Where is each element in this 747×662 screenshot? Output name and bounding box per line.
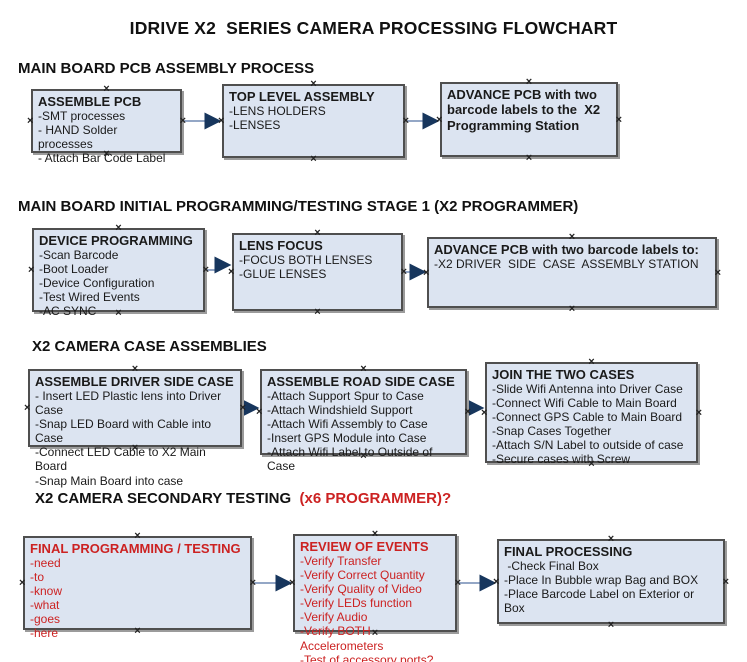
box-title: ADVANCE PCB with two barcode labels to t… (447, 87, 604, 133)
section-heading-programmer-note: (x6 PROGRAMMER)? (299, 490, 452, 507)
box-item: -Test Wired Events (39, 290, 140, 305)
box-item: -Attach Windshield Support (267, 403, 413, 418)
box-item: -LENS HOLDERS (229, 104, 326, 119)
box-item: -Secure cases with Screw (492, 452, 631, 467)
box-item: -Test of accessory ports? (300, 652, 434, 662)
box-item: -know (30, 584, 63, 599)
box-join-the-two-cases: JOIN THE TWO CASES -Slide Wifi Antenna i… (481, 357, 702, 470)
box-assemble-pcb: ASSEMBLE PCB -SMT processes - HAND Solde… (27, 84, 186, 166)
box-item: -Snap Cases Together (492, 424, 612, 439)
box-advance-pcb-driver-side-station: ADVANCE PCB with two barcode labels to: … (423, 232, 721, 315)
box-item: -need (30, 556, 61, 571)
box-item: -Place In Bubble wrap Bag and BOX (504, 573, 699, 588)
box-final-programming-testing: FINAL PROGRAMMING / TESTING -need -to -k… (19, 531, 256, 641)
box-title: ASSEMBLE DRIVER SIDE CASE (35, 374, 234, 389)
box-item: -Check Final Box (504, 559, 599, 574)
box-item: -GLUE LENSES (239, 267, 327, 282)
box-title: LENS FOCUS (239, 238, 323, 253)
box-title: DEVICE PROGRAMMING (39, 233, 193, 248)
box-review-of-events: REVIEW OF EVENTS -Verify Transfer -Verif… (289, 529, 461, 662)
box-item: -Verify Audio (300, 610, 368, 625)
box-item: -Snap LED Board with Cable into Case (35, 417, 215, 446)
box-item: - HAND Solder processes (38, 123, 121, 152)
box-final-processing: FINAL PROCESSING -Check Final Box -Place… (493, 534, 729, 631)
section-heading-secondary-testing: X2 CAMERA SECONDARY TESTING (x6 PROGRAMM… (35, 490, 451, 507)
box-item: -Connect Wifi Cable to Main Board (492, 396, 677, 411)
box-item: -Device Configuration (39, 276, 155, 291)
box-item: -Attach Wifi Assembly to Case (267, 417, 428, 432)
box-item: -Place Barcode Label on Exterior or Box (504, 587, 698, 616)
box-item: -goes (30, 612, 61, 627)
box-title: ASSEMBLE ROAD SIDE CASE (267, 374, 455, 389)
box-advance-pcb-programming-station: ADVANCE PCB with two barcode labels to t… (436, 77, 622, 164)
box-item: -Verify BOTH Accelerometers (300, 624, 384, 653)
section-heading-secondary-testing-text: X2 CAMERA SECONDARY TESTING (35, 490, 300, 507)
box-title: REVIEW OF EVENTS (300, 539, 429, 554)
box-item: -Insert GPS Module into Case (267, 431, 427, 446)
box-title: FINAL PROGRAMMING / TESTING (30, 541, 241, 556)
box-top-level-assembly: TOP LEVEL ASSEMBLY -LENS HOLDERS -LENSES… (218, 79, 409, 165)
box-item: - Insert LED Plastic lens into Driver Ca… (35, 389, 225, 418)
box-device-programming: DEVICE PROGRAMMING -Scan Barcode -Boot L… (28, 223, 209, 319)
box-item: -Verify Correct Quantity (300, 568, 425, 583)
page-title: IDRIVE X2 SERIES CAMERA PROCESSING FLOWC… (129, 18, 618, 38)
box-item: -Verify Transfer (300, 554, 382, 569)
box-item: - Attach Bar Code Label (38, 151, 166, 166)
box-item: -FOCUS BOTH LENSES (239, 253, 373, 268)
box-title: ADVANCE PCB with two barcode labels to: (434, 242, 699, 257)
box-item: -Scan Barcode (39, 248, 119, 263)
box-item: -here (30, 626, 59, 641)
box-item: -Connect GPS Cable to Main Board (492, 410, 683, 425)
box-title: FINAL PROCESSING (504, 544, 633, 559)
box-item: -what (30, 598, 60, 613)
box-item: -Snap Main Board into case (35, 473, 184, 488)
box-title: ASSEMBLE PCB (38, 94, 142, 109)
box-item: -Boot Loader (39, 262, 109, 277)
box-item: -Attach Support Spur to Case (267, 389, 424, 404)
box-item: -to (30, 570, 45, 585)
section-heading-case-assemblies: X2 CAMERA CASE ASSEMBLIES (32, 338, 267, 355)
section-heading-initial-programming: MAIN BOARD INITIAL PROGRAMMING/TESTING S… (18, 198, 579, 215)
box-item: -LENSES (229, 118, 281, 133)
box-item: -AC SYNC (39, 304, 97, 319)
box-assemble-road-side-case: ASSEMBLE ROAD SIDE CASE -Attach Support … (256, 364, 471, 474)
box-title: TOP LEVEL ASSEMBLY (229, 89, 375, 104)
box-item: -Verify Quality of Video (300, 582, 422, 597)
box-title: JOIN THE TWO CASES (492, 367, 635, 382)
box-item: -Attach Wifi Label to Outside of Case (267, 445, 436, 474)
box-item: -Attach S/N Label to outside of case (492, 438, 684, 453)
flow-arrow (207, 256, 232, 274)
box-item: -X2 DRIVER SIDE CASE ASSEMBLY STATION (434, 257, 699, 272)
box-assemble-driver-side-case: ASSEMBLE DRIVER SIDE CASE - Insert LED P… (24, 364, 246, 488)
box-item: -SMT processes (38, 109, 126, 124)
section-heading-pcb-assembly: MAIN BOARD PCB ASSEMBLY PROCESS (18, 60, 315, 77)
box-item: -Connect LED Cable to X2 Main Board (35, 445, 210, 474)
box-item: -Verify LEDs function (300, 596, 413, 611)
box-lens-focus: LENS FOCUS -FOCUS BOTH LENSES -GLUE LENS… (228, 228, 407, 318)
box-item: -Slide Wifi Antenna into Driver Case (492, 382, 683, 397)
